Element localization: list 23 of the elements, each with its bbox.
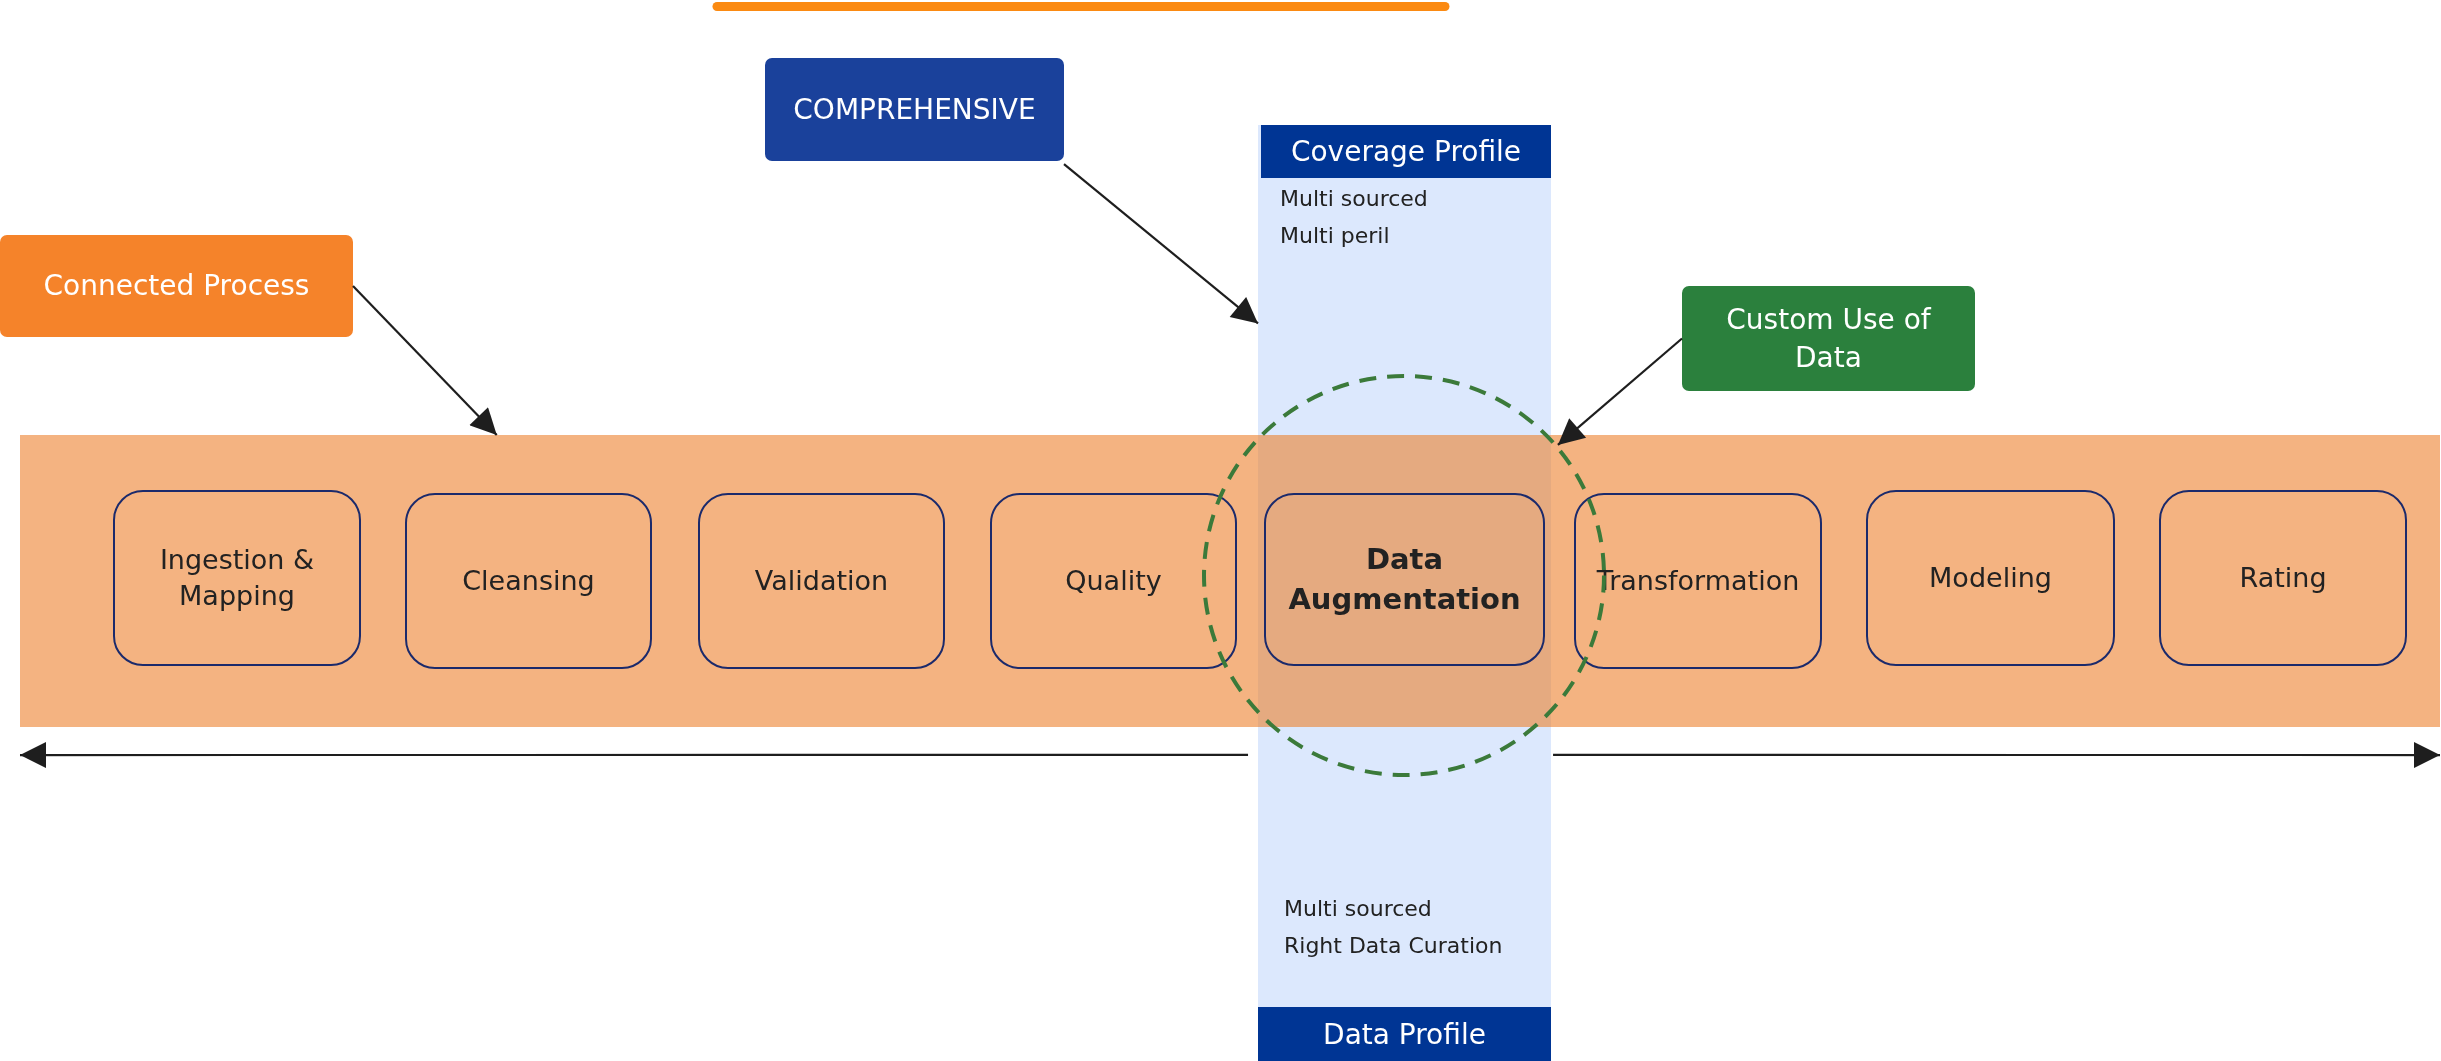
list-item: Multi peril <box>1280 222 1390 250</box>
header-bar: Data Profile <box>1258 1007 1551 1061</box>
arrow <box>1063 163 1259 325</box>
process-step: Rating <box>2159 490 2407 666</box>
arrow <box>20 742 1249 769</box>
process-step: Modeling <box>1866 490 2115 666</box>
list-item: Right Data Curation <box>1284 932 1503 960</box>
process-step: Ingestion & Mapping <box>113 490 361 666</box>
process-step: Data Augmentation <box>1264 493 1545 666</box>
process-step: Cleansing <box>405 493 652 669</box>
arrow <box>352 285 498 436</box>
process-step: Validation <box>698 493 945 669</box>
list-item: Multi sourced <box>1280 185 1428 213</box>
arrow <box>1553 742 2440 769</box>
arrow <box>1557 337 1683 446</box>
list-item: Multi sourced <box>1284 895 1432 923</box>
header-bar: Coverage Profile <box>1261 125 1551 178</box>
callout-box: Connected Process <box>0 235 353 337</box>
callout-box: COMPREHENSIVE <box>765 58 1064 161</box>
profile-column <box>1258 125 1551 1061</box>
callout-box: Custom Use of Data <box>1682 286 1975 391</box>
process-step: Quality <box>990 493 1237 669</box>
process-step: Transformation <box>1574 493 1822 669</box>
